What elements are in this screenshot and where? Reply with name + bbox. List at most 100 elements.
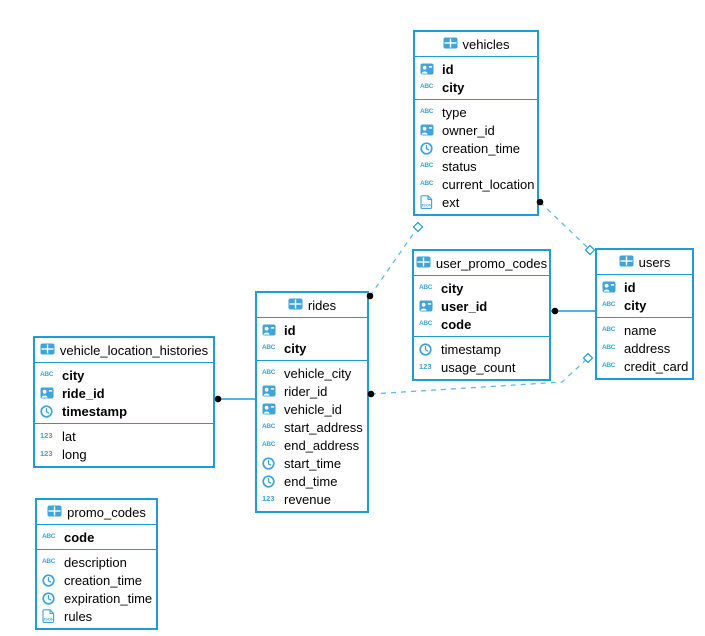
column-label: id [284, 322, 296, 338]
table-header[interactable]: promo_codes [37, 500, 156, 525]
table-header[interactable]: vehicle_location_histories [35, 338, 213, 363]
abc-text-icon: ABC [262, 422, 276, 430]
column-row-long[interactable]: 123 long [35, 445, 213, 463]
table-title: user_promo_codes [435, 255, 548, 271]
table-icon [619, 255, 634, 266]
column-row-id[interactable]: id [257, 321, 367, 339]
abc-text-icon: ABC [419, 283, 433, 291]
abc-text-icon: ABC [602, 361, 616, 369]
column-label: description [64, 554, 127, 570]
abc-text-icon: ABC [262, 368, 276, 376]
column-row-user_id[interactable]: user_id [414, 297, 549, 315]
table-icon [40, 343, 55, 354]
column-row-timestamp[interactable]: timestamp [35, 402, 213, 420]
table-icon [47, 505, 62, 516]
id-icon [262, 385, 276, 397]
clock-icon [42, 573, 55, 587]
table-title: vehicle_location_histories [59, 342, 209, 358]
column-row-creation_time[interactable]: creation_time [415, 139, 537, 157]
abc-text-icon: ABC [602, 300, 616, 308]
column-row-timestamp[interactable]: timestamp [414, 340, 549, 358]
column-label: creation_time [64, 572, 143, 588]
abc-text-icon: ABC [40, 370, 54, 378]
column-label: timestamp [441, 341, 501, 357]
abc-text-icon: ABC [420, 107, 434, 115]
column-row-start_time[interactable]: start_time [257, 454, 367, 472]
number-123-icon: 123 [40, 431, 53, 441]
relationship-vehicles-users [539, 201, 591, 251]
abc-text-icon: ABC [420, 161, 434, 169]
column-label: start_time [284, 455, 342, 471]
column-row-owner_id[interactable]: owner_id [415, 121, 537, 139]
column-row-description[interactable]: ABC description [37, 553, 156, 571]
svg-text:JSON: JSON [421, 203, 432, 208]
table-header[interactable]: rides [257, 293, 367, 318]
number-123-icon: 123 [40, 449, 53, 459]
table-title: promo_codes [67, 504, 146, 520]
relationship-rides-vehicles [369, 226, 419, 297]
column-row-id[interactable]: id [415, 60, 537, 78]
column-row-city[interactable]: ABC city [35, 366, 213, 384]
abc-text-icon: ABC [419, 319, 433, 327]
column-row-ride_id[interactable]: ride_id [35, 384, 213, 402]
column-label: city [62, 367, 85, 383]
clock-icon [262, 474, 275, 488]
table-header[interactable]: user_promo_codes [414, 251, 549, 276]
column-label: owner_id [442, 122, 495, 138]
id-icon [262, 324, 276, 336]
column-label: usage_count [441, 359, 516, 375]
column-label: long [62, 446, 87, 462]
relationship-diamond-marker [582, 352, 594, 364]
column-label: start_address [284, 419, 363, 435]
abc-text-icon: ABC [42, 557, 56, 565]
table-header[interactable]: vehicles [415, 32, 537, 57]
id-icon [419, 300, 433, 312]
column-label: rider_id [284, 383, 328, 399]
column-row-vehicle_id[interactable]: vehicle_id [257, 400, 367, 418]
column-label: credit_card [624, 358, 689, 374]
column-label: user_id [441, 298, 488, 314]
column-row-rider_id[interactable]: rider_id [257, 382, 367, 400]
id-icon [420, 124, 434, 136]
column-row-creation_time[interactable]: creation_time [37, 571, 156, 589]
column-row-start_address[interactable]: ABC start_address [257, 418, 367, 436]
column-row-credit_card[interactable]: ABC credit_card [597, 357, 692, 375]
table-header[interactable]: users [597, 250, 692, 275]
table-title: vehicles [462, 36, 510, 52]
column-label: rules [64, 608, 93, 624]
column-label: code [64, 529, 95, 545]
relationship-endpoint-dot [214, 395, 222, 403]
column-row-id[interactable]: id [597, 278, 692, 296]
column-label: vehicle_id [284, 401, 342, 417]
column-row-expiration_time[interactable]: expiration_time [37, 589, 156, 607]
column-row-end_time[interactable]: end_time [257, 472, 367, 490]
